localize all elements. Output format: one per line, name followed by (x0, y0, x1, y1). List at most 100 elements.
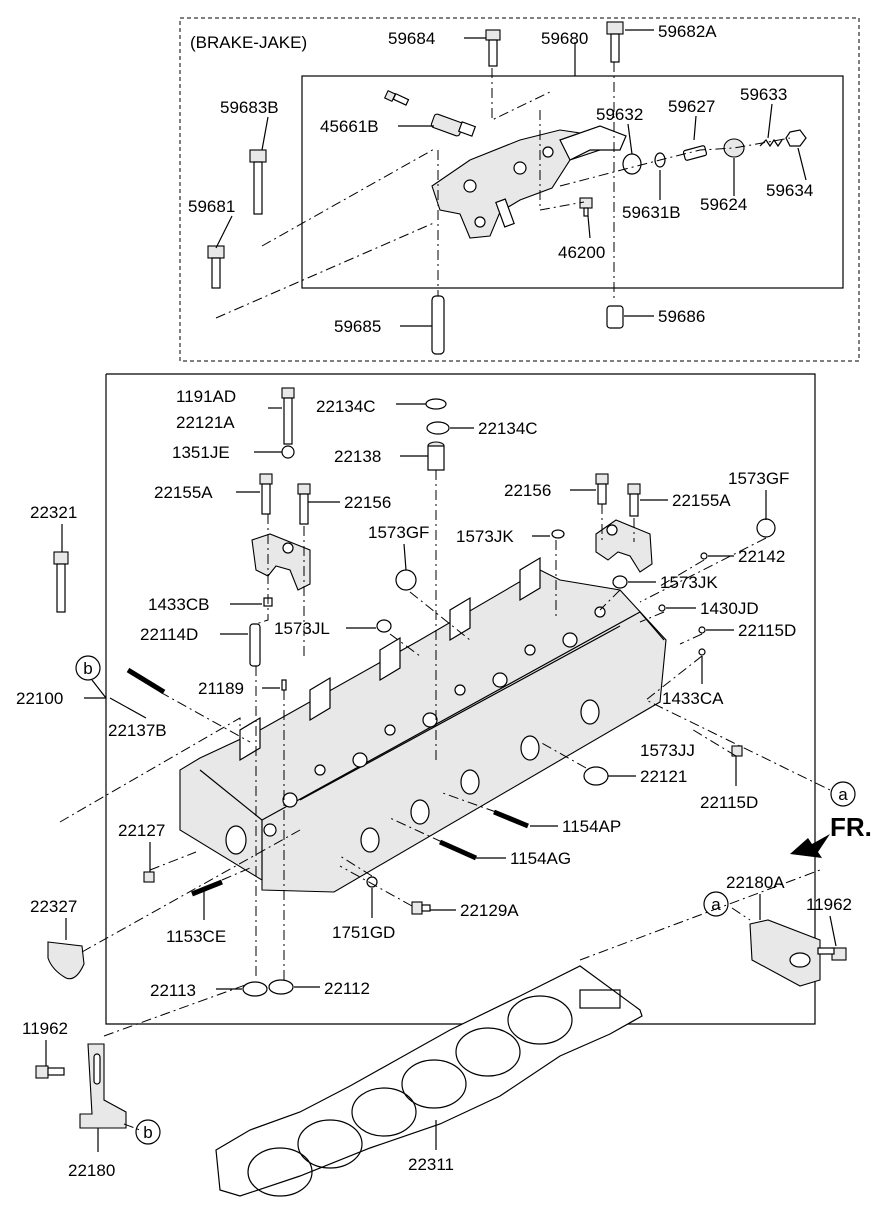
label-22121a: 22121A (176, 413, 235, 432)
pin-22142-icon (700, 552, 708, 560)
svg-text:a: a (711, 895, 721, 914)
brake-jake-frame (179, 17, 860, 362)
bolt-59683b-icon (249, 149, 267, 215)
label-22321: 22321 (30, 503, 77, 522)
spring-59633-icon (759, 138, 783, 148)
label-1433cb: 1433CB (148, 595, 209, 614)
sleeve-59686-icon (606, 305, 624, 329)
label-59624: 59624 (700, 195, 747, 214)
label-22100: 22100 (16, 689, 63, 708)
label-45661b: 45661B (320, 117, 379, 136)
pin-1430jd-icon (658, 604, 666, 612)
label-1751gd: 1751GD (332, 923, 395, 942)
label-22138: 22138 (334, 447, 381, 466)
bolt-1191ad-icon (281, 387, 295, 445)
label-59686: 59686 (658, 307, 705, 326)
label-22121: 22121 (640, 767, 687, 786)
pin-1433ca-icon (698, 648, 706, 656)
o-ring-22134c-upper-icon (425, 398, 447, 410)
bearing-cap-left-icon (251, 533, 311, 591)
label-22327: 22327 (30, 897, 77, 916)
label-22134c-lower: 22134C (478, 419, 538, 438)
label-59680: 59680 (541, 29, 588, 48)
bolt-22155a-right-icon (627, 483, 641, 517)
callout-a-bracket: a (703, 891, 729, 917)
label-11962-left: 11962 (22, 1019, 68, 1038)
bolt-22156-left-icon (297, 483, 311, 525)
head-gasket-22311-icon (215, 965, 643, 1197)
callout-a-right: a (830, 781, 856, 807)
cap-59624-icon (723, 138, 745, 158)
brake-housing-icon (431, 129, 601, 239)
plug-1573gf-right-icon (756, 518, 776, 538)
plug-1573gf-center-icon (395, 569, 417, 591)
sensor-45661b-icon (430, 113, 477, 137)
label-22129a: 22129A (460, 901, 519, 920)
label-22113: 22113 (150, 981, 196, 1000)
sleeve-22114d-icon (249, 623, 261, 667)
label-59631b: 59631B (622, 203, 681, 222)
label-22127: 22127 (118, 821, 165, 840)
label-11962-right: 11962 (806, 895, 852, 914)
screw-46200-icon (579, 197, 593, 217)
callout-b-head: b (75, 655, 101, 681)
label-22115d-lower: 22115D (700, 793, 758, 812)
bolt-11962-right-icon (817, 947, 847, 961)
label-1191ad: 1191AD (176, 387, 236, 406)
seal-22112-icon (268, 979, 294, 995)
label-59684: 59684 (388, 29, 435, 48)
bolt-11962-left-icon (35, 1065, 65, 1079)
brake-jake-assembly-box (301, 75, 844, 289)
label-59682a: 59682A (658, 22, 717, 41)
stud-22321-icon (53, 551, 69, 613)
callout-b-bracket: b (135, 1119, 161, 1145)
label-22115d-upper: 22115D (738, 621, 796, 640)
label-22155a-left: 22155A (154, 483, 213, 502)
seal-22113-icon (242, 981, 268, 997)
label-22137b: 22137B (108, 721, 167, 740)
label-22112: 22112 (324, 979, 370, 998)
label-21189: 21189 (198, 679, 244, 698)
bolt-22155a-left-icon (259, 473, 273, 515)
plug-22127-icon (143, 871, 155, 883)
bolt-22156-right-icon (595, 473, 609, 505)
label-1573gf-right: 1573GF (728, 469, 789, 488)
bracket-22180-icon (79, 1043, 127, 1129)
label-59632: 59632 (596, 105, 643, 124)
rocker-arm-icon (559, 125, 627, 161)
front-direction-label: FR. (830, 812, 872, 842)
screw-icon (383, 89, 410, 106)
label-22180a: 22180A (726, 873, 785, 892)
pin-59627-icon (682, 145, 708, 161)
dowel-59685-icon (431, 295, 445, 355)
front-direction-arrow-icon: FR. (790, 812, 872, 858)
label-59634: 59634 (766, 181, 813, 200)
label-1153ce: 1153CE (166, 927, 226, 946)
label-1573jk-upper: 1573JK (456, 527, 514, 546)
label-22134c-upper: 22134C (316, 397, 376, 416)
plug-22115d-lower-icon (731, 745, 743, 757)
bolt-22129a-icon (411, 901, 431, 915)
label-1573jl: 1573JL (274, 619, 330, 638)
label-1573gf-center: 1573GF (368, 523, 429, 542)
bearing-cap-right-icon (595, 519, 653, 573)
brake-jake-title: (BRAKE-JAKE) (190, 33, 307, 52)
cylinder-head-frame (105, 373, 816, 1025)
nut-59634-icon (785, 129, 807, 147)
label-59633: 59633 (740, 85, 787, 104)
cover-22327-icon (47, 941, 85, 980)
label-22156-right: 22156 (504, 481, 551, 500)
washer-1751gd-icon (366, 876, 378, 888)
pin-21189-icon (281, 679, 287, 691)
plug-1573jk-upper-icon (551, 529, 565, 539)
label-46200: 46200 (558, 243, 605, 262)
label-59685: 59685 (334, 317, 381, 336)
svg-text:b: b (83, 659, 92, 678)
label-22180: 22180 (68, 1161, 115, 1180)
stud-1154ag-icon (438, 839, 478, 861)
label-22311: 22311 (408, 1155, 454, 1174)
bolt-59682a-icon (606, 21, 624, 63)
o-ring-22134c-lower-icon (426, 421, 450, 435)
